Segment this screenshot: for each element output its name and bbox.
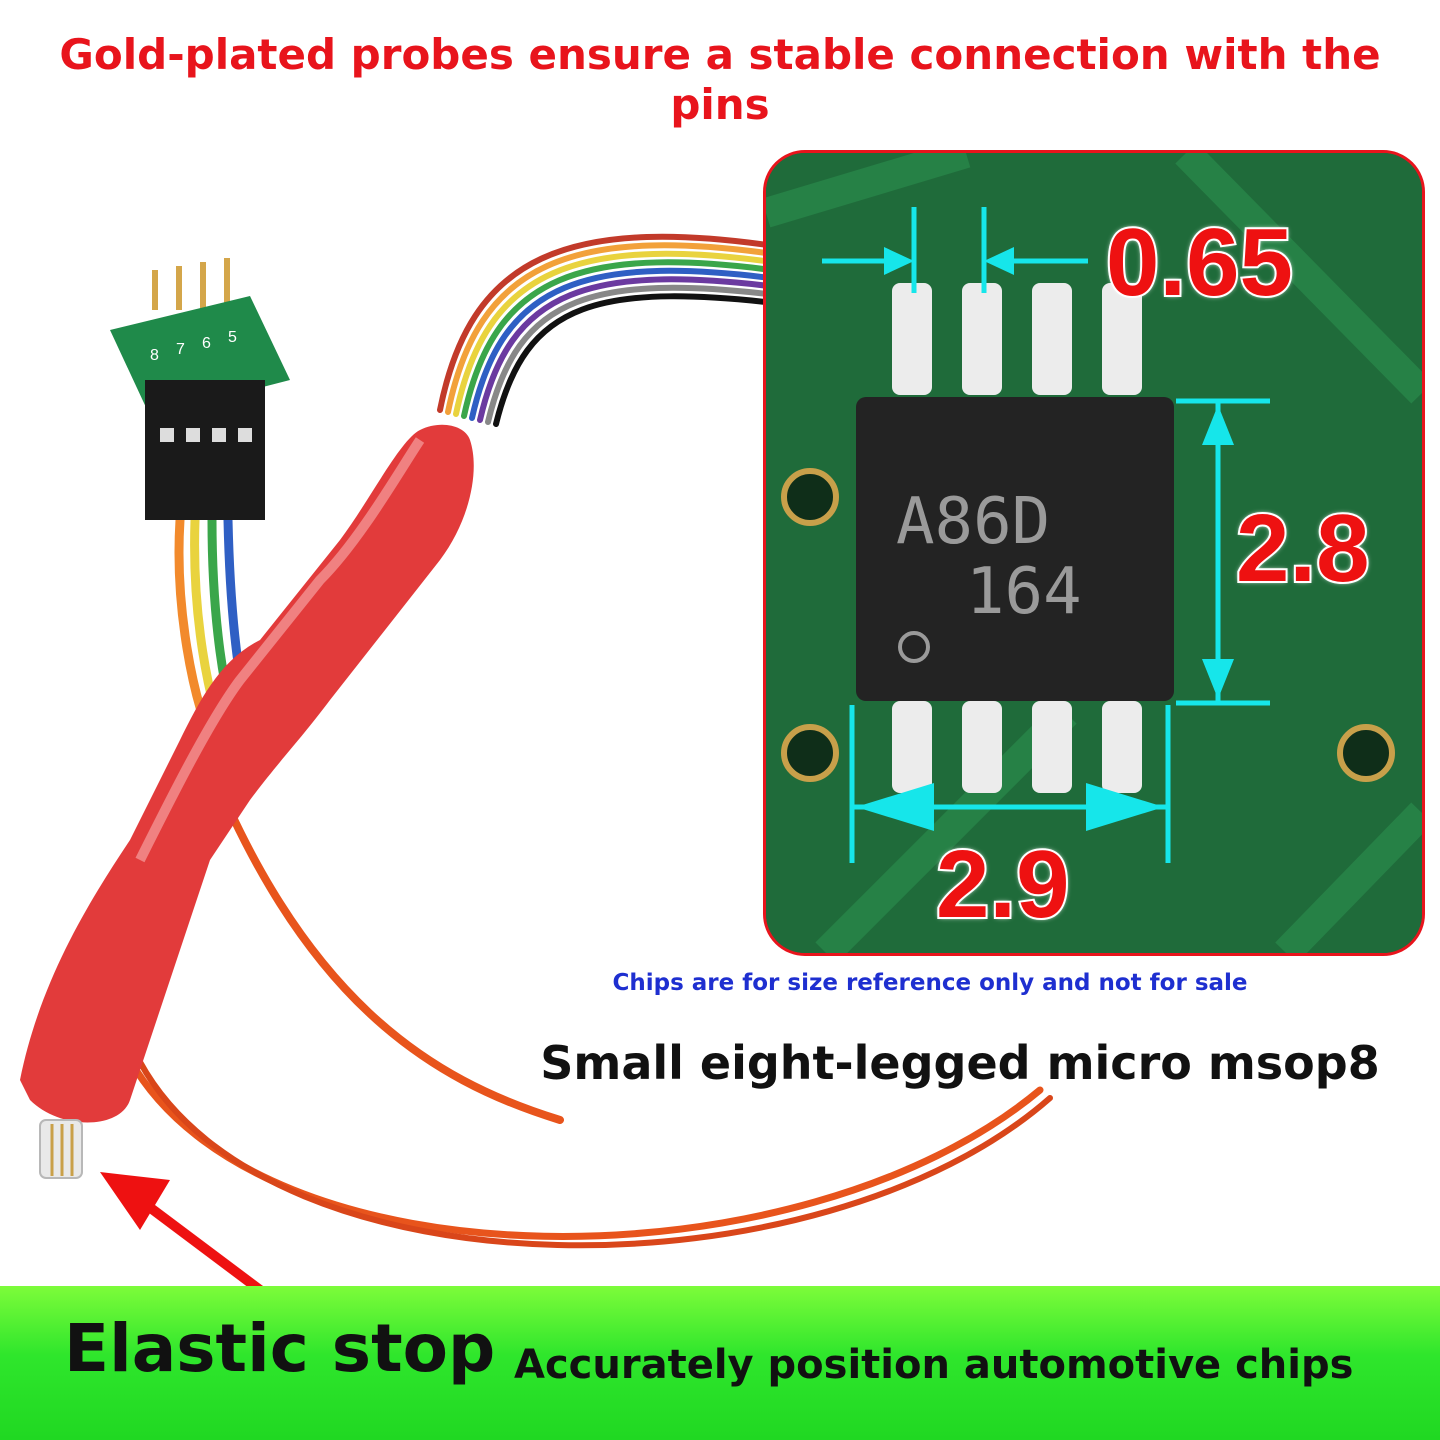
feature-title: Elastic stop [64,1310,496,1387]
chip-marking: 164 [966,555,1082,629]
feature-banner [0,1286,1440,1440]
package-title: Small eight-legged micro msop8 [540,1036,1380,1090]
feature-description: Accurately position automotive chips [514,1342,1354,1388]
ribbon-cable [126,233,1053,1249]
width-dimension-label: 2.9 [934,831,1071,938]
pin-label: 5 [228,329,237,346]
chip-dimension-callout: A86D 164 0.65 2.8 2.9 [763,150,1425,956]
headline: Gold-plated probes ensure a stable conne… [59,30,1381,129]
pitch-dimension-label: 0.65 [1104,209,1295,316]
dimension-lines [822,207,1270,863]
chip-marking: A86D [896,485,1050,559]
pin-label: 8 [150,347,159,364]
pin-label: 6 [202,335,211,352]
size-reference-note: Chips are for size reference only and no… [612,970,1248,996]
probe-pen [20,424,474,1179]
pin-header [110,258,290,520]
height-dimension-label: 2.8 [1234,495,1371,602]
pin-label: 7 [176,341,185,358]
